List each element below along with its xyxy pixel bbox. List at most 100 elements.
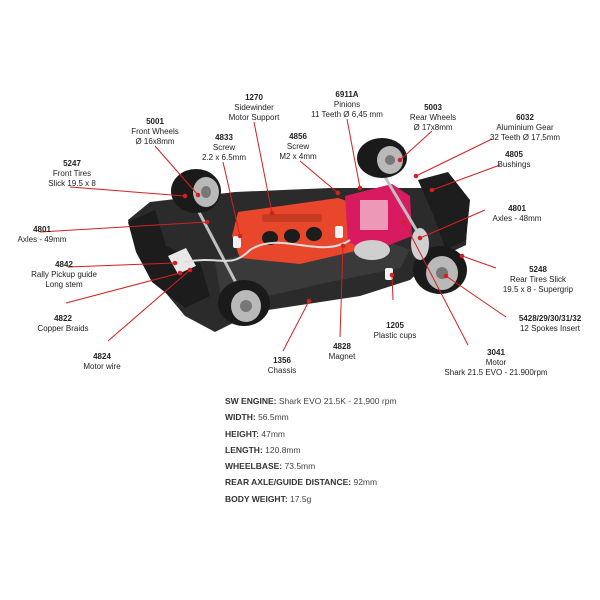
callout-desc: 12 Spokes Insert xyxy=(519,324,581,333)
callout-desc: Ø 16x8mm xyxy=(135,137,175,146)
motor-support-hole xyxy=(262,231,278,245)
callout-code: 1356 xyxy=(273,356,291,365)
callout-desc: Screw xyxy=(286,142,310,151)
callout-5248: 5248 Rear Tires Slick 19.5 x 8 - Supergr… xyxy=(493,265,583,295)
callout-desc: Motor wire xyxy=(83,362,121,371)
motor-wires xyxy=(184,239,351,263)
leader-5003 xyxy=(397,130,433,163)
spec-wheelbase: WHEELBASE: 73.5mm xyxy=(225,458,397,474)
spec-value: 47mm xyxy=(261,428,285,439)
callout-desc: Bushings xyxy=(497,160,531,169)
spec-height: HEIGHT: 47mm xyxy=(225,426,397,442)
leader-4822 xyxy=(65,270,183,304)
callout-5003: 5003 Rear Wheels Ø 17x8mm xyxy=(400,103,466,133)
callout-code: 3041 xyxy=(487,348,505,357)
callout-code: 4828 xyxy=(333,342,351,351)
leader-5248 xyxy=(459,253,497,269)
callout-code: 4856 xyxy=(289,132,307,141)
callout-1205: 1205 Plastic cups xyxy=(370,321,420,341)
callout-code: 4822 xyxy=(54,314,72,323)
callout-desc: Slick 19.5 x 8 xyxy=(48,179,96,188)
spec-label: HEIGHT: xyxy=(225,428,259,439)
callout-1356: 1356 Chassis xyxy=(262,356,302,376)
spec-label: BODY WEIGHT: xyxy=(225,493,288,504)
leader-4805 xyxy=(429,164,501,193)
callout-1270: 1270 Sidewinder Motor Support xyxy=(214,93,294,123)
callout-5428-29-30-31-32: 5428/29/30/31/32 12 Spokes Insert xyxy=(502,314,598,334)
callout-desc: Shark 21.5 EVO - 21.900rpm xyxy=(444,368,548,377)
callout-desc: Front Tires xyxy=(52,169,92,178)
motor-label xyxy=(360,200,388,230)
rear-right-wheel xyxy=(413,246,467,294)
callout-desc: Copper Braids xyxy=(37,324,89,333)
motor-support-hole xyxy=(306,227,322,241)
callout-desc: 19.5 x 8 - Supergrip xyxy=(502,285,574,294)
callout-desc: 2.2 x 6.5mm xyxy=(201,153,246,162)
callout-code: 5247 xyxy=(63,159,81,168)
callout-desc: 32 Teeth Ø 17,5mm xyxy=(489,133,561,142)
specs-list: SW ENGINE: Shark EVO 21.5K - 21,900 rpm … xyxy=(225,393,397,507)
leader-1270 xyxy=(253,121,275,216)
callout-code: 4805 xyxy=(505,150,523,159)
callout-code: 5001 xyxy=(146,117,164,126)
callout-4824: 4824 Motor wire xyxy=(74,352,130,372)
spec-value: 73.5mm xyxy=(284,461,316,472)
leader-5247 xyxy=(69,186,188,199)
callout-desc: Front Wheels xyxy=(131,127,179,136)
callout-desc: M2 x 4mm xyxy=(279,152,317,161)
motor-support-slot xyxy=(262,214,322,222)
rear-left-wheel xyxy=(357,138,407,178)
spec-sw-engine: SW ENGINE: Shark EVO 21.5K - 21,900 rpm xyxy=(225,393,397,409)
spec-width: WIDTH: 56.5mm xyxy=(225,409,397,425)
spec-label: WIDTH: xyxy=(225,412,256,423)
spec-label: SW ENGINE: xyxy=(225,396,277,406)
callout-desc: 11 Teeth Ø 6,45 mm xyxy=(311,110,383,119)
callout-6911A: 6911A Pinions 11 Teeth Ø 6,45 mm xyxy=(302,90,392,120)
leader-5428 xyxy=(443,273,507,318)
callout-5247: 5247 Front Tires Slick 19.5 x 8 xyxy=(42,159,102,189)
callout-4801-rear: 4801 Axles - 48mm xyxy=(487,204,547,224)
leader-4856 xyxy=(299,160,341,196)
leader-4801-front xyxy=(39,219,210,233)
callout-desc: Rally Pickup guide xyxy=(31,270,97,279)
spec-value: 120.8mm xyxy=(265,444,301,455)
callout-desc: Rear Wheels xyxy=(409,113,457,122)
rear-gear xyxy=(411,228,429,260)
leader-4833 xyxy=(222,161,243,239)
leader-6911A xyxy=(346,118,363,191)
leader-5001 xyxy=(154,145,201,198)
pickup-guide xyxy=(168,248,196,274)
callout-desc: Axles - 48mm xyxy=(492,214,542,223)
motor-support-hole xyxy=(284,229,300,243)
callout-desc: Magnet xyxy=(328,352,356,361)
callout-4801-front: 4801 Axles - 49mm xyxy=(12,225,72,245)
chassis-front-wing xyxy=(128,210,210,308)
callout-desc: Aluminium Gear xyxy=(496,123,554,132)
callout-code: 6911A xyxy=(335,90,359,99)
callout-code: 5248 xyxy=(529,265,547,274)
callout-4805: 4805 Bushings xyxy=(492,150,536,170)
plastic-cup xyxy=(335,226,343,238)
spec-value: Shark EVO 21.5K - 21,900 rpm xyxy=(278,396,397,406)
callout-5001: 5001 Front Wheels Ø 16x8mm xyxy=(120,117,190,147)
leader-3041 xyxy=(401,219,469,346)
spec-value: 56.5mm xyxy=(258,412,289,423)
callout-code: 5428/29/30/31/32 xyxy=(518,314,582,323)
callout-desc: Axles - 49mm xyxy=(17,235,67,244)
spec-value: 92mm xyxy=(353,477,378,488)
chassis-illustration xyxy=(128,138,470,332)
callout-code: 4824 xyxy=(93,352,111,361)
callout-4856: 4856 Screw M2 x 4mm xyxy=(270,132,326,162)
callout-desc: Rear Tires Slick xyxy=(509,275,566,284)
spec-label: REAR AXLE/GUIDE DISTANCE: xyxy=(225,477,352,488)
leader-6032 xyxy=(413,138,493,179)
callout-4833: 4833 Screw 2.2 x 6.5mm xyxy=(192,133,256,163)
callout-code: 4801 xyxy=(33,225,51,234)
callout-code: 1270 xyxy=(245,93,263,102)
callout-code: 4801 xyxy=(508,204,526,213)
callout-code: 5003 xyxy=(424,103,442,112)
spec-value: 17.5g xyxy=(290,493,312,504)
front-right-wheel xyxy=(218,280,270,326)
callout-code: 6032 xyxy=(516,113,534,122)
